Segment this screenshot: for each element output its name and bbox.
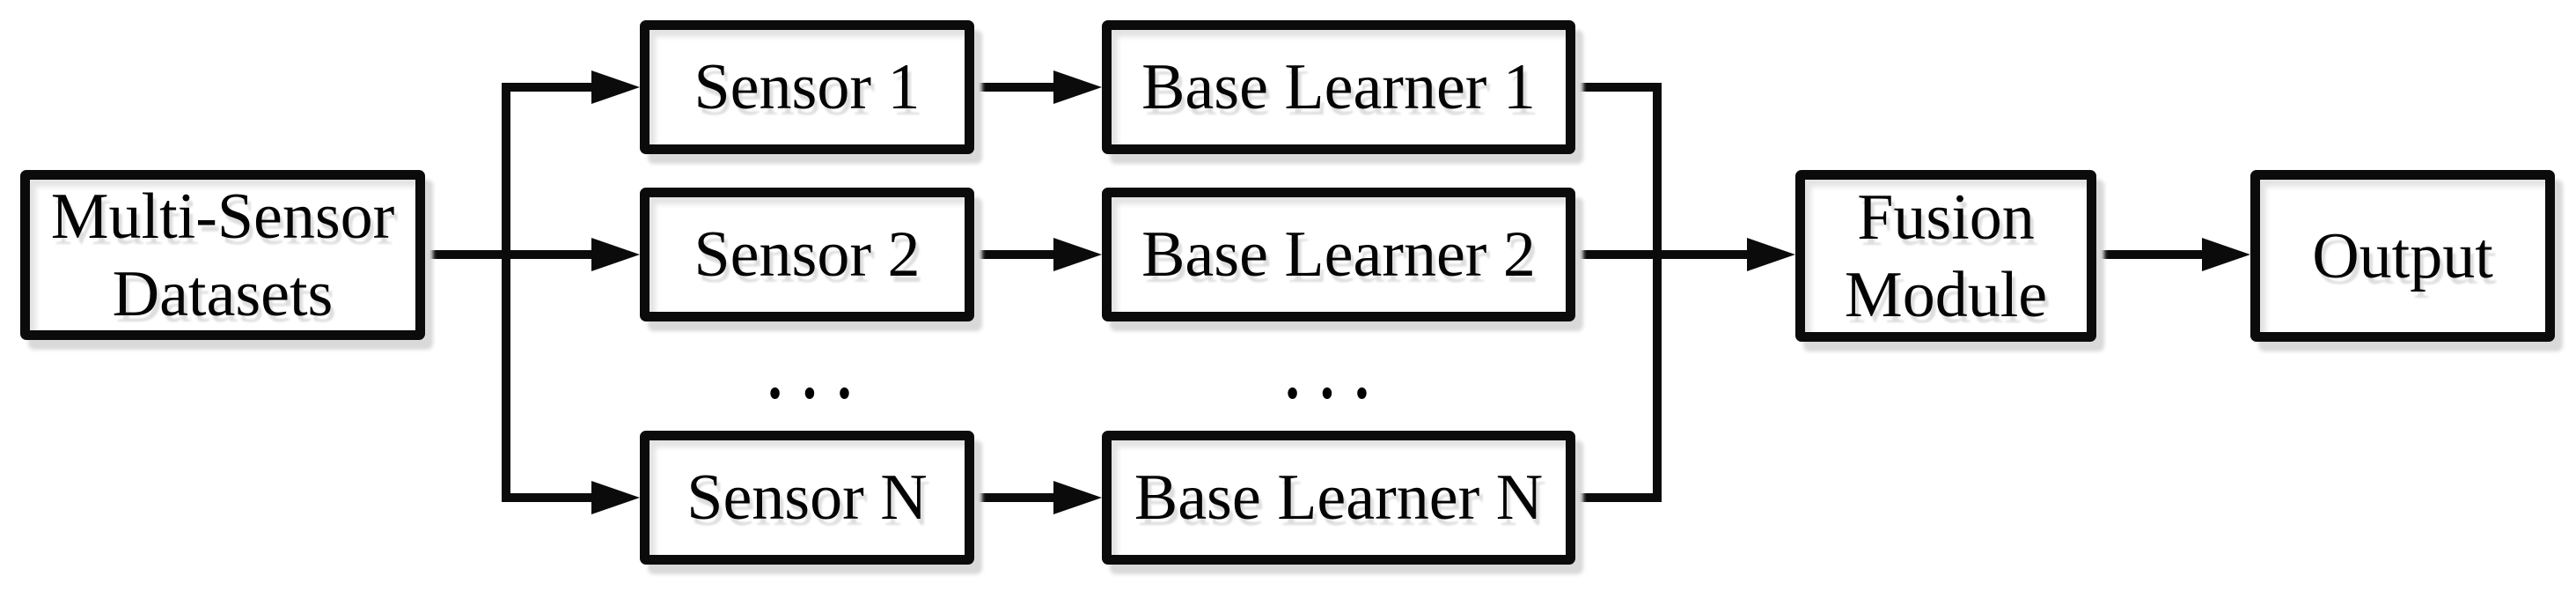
node-base-learner-n: Base Learner N <box>1102 431 1575 565</box>
node-label-base-learner-1: Base Learner 1 <box>1141 51 1536 123</box>
node-label-fusion-module: Fusion Module <box>1844 181 2048 331</box>
node-multi-sensor-datasets: Multi-Sensor Datasets <box>20 170 425 340</box>
node-label-sensor-n: Sensor N <box>686 462 928 534</box>
node-base-learner-1: Base Learner 1 <box>1102 20 1575 154</box>
converge-line <box>1572 83 1662 502</box>
ellipsis-sensors: ••• <box>678 358 942 429</box>
node-label-base-learner-n: Base Learner N <box>1134 462 1544 534</box>
arrowhead-into-sensorN <box>591 481 640 514</box>
arrowheads <box>591 70 2250 514</box>
arrowhead-into-learnerN <box>1053 481 1102 514</box>
node-label-output: Output <box>2312 219 2493 292</box>
node-fusion-module: Fusion Module <box>1795 170 2096 342</box>
arrowhead-into-fusion <box>1747 238 1795 271</box>
node-sensor-1: Sensor 1 <box>640 20 974 154</box>
node-sensor-2: Sensor 2 <box>640 188 974 321</box>
ellipsis-learners-dots: ••• <box>1285 366 1391 420</box>
node-label-base-learner-2: Base Learner 2 <box>1141 218 1536 291</box>
arrowhead-into-learner1 <box>1053 70 1102 104</box>
arrowhead-into-sensor1 <box>591 70 640 104</box>
ellipsis-learners: ••• <box>1195 358 1459 429</box>
node-label-multi-sensor-datasets: Multi-Sensor Datasets <box>50 180 395 330</box>
node-label-sensor-1: Sensor 1 <box>694 51 921 123</box>
arrowhead-into-sensor2 <box>591 238 640 271</box>
ellipsis-sensors-dots: ••• <box>767 366 873 420</box>
branch-line <box>502 83 605 502</box>
node-output: Output <box>2250 170 2555 342</box>
node-label-sensor-2: Sensor 2 <box>694 218 921 291</box>
node-sensor-n: Sensor N <box>640 431 974 565</box>
arrowhead-into-learner2 <box>1053 238 1102 271</box>
node-base-learner-2: Base Learner 2 <box>1102 188 1575 321</box>
arrowhead-into-output <box>2202 238 2250 271</box>
